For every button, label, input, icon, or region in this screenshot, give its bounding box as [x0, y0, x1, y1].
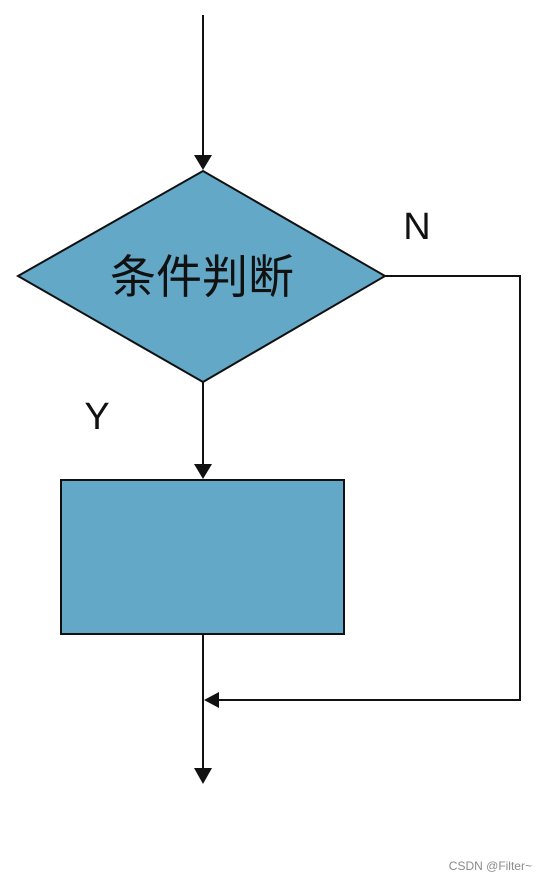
- entry-arrow-head: [194, 155, 212, 170]
- no-branch-label: N: [403, 206, 430, 248]
- decision-label: 条件判断: [110, 250, 294, 304]
- exit-arrow-head: [194, 768, 212, 784]
- no-branch-arrow-head: [204, 692, 219, 708]
- yes-branch-arrow-head: [194, 464, 212, 479]
- watermark: CSDN @Filter~: [448, 859, 532, 873]
- yes-branch-label: Y: [84, 396, 109, 438]
- process-box: [60, 479, 345, 635]
- no-branch-line: [216, 275, 521, 701]
